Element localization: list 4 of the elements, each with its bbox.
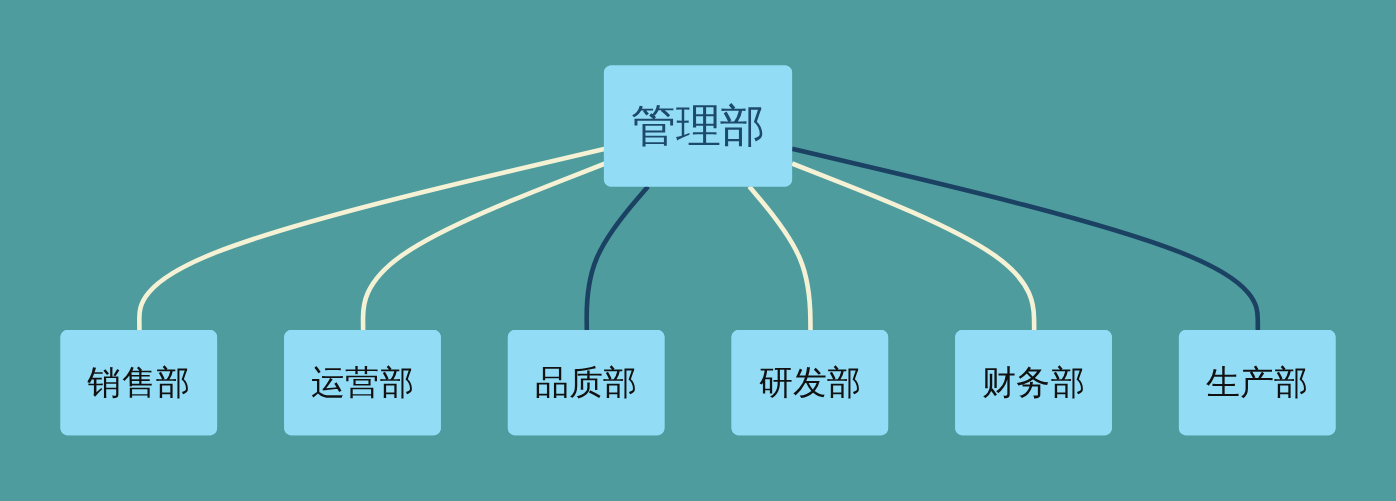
connector	[584, 185, 650, 332]
connector	[791, 161, 1037, 332]
connector	[747, 185, 813, 332]
connector	[791, 146, 1261, 332]
